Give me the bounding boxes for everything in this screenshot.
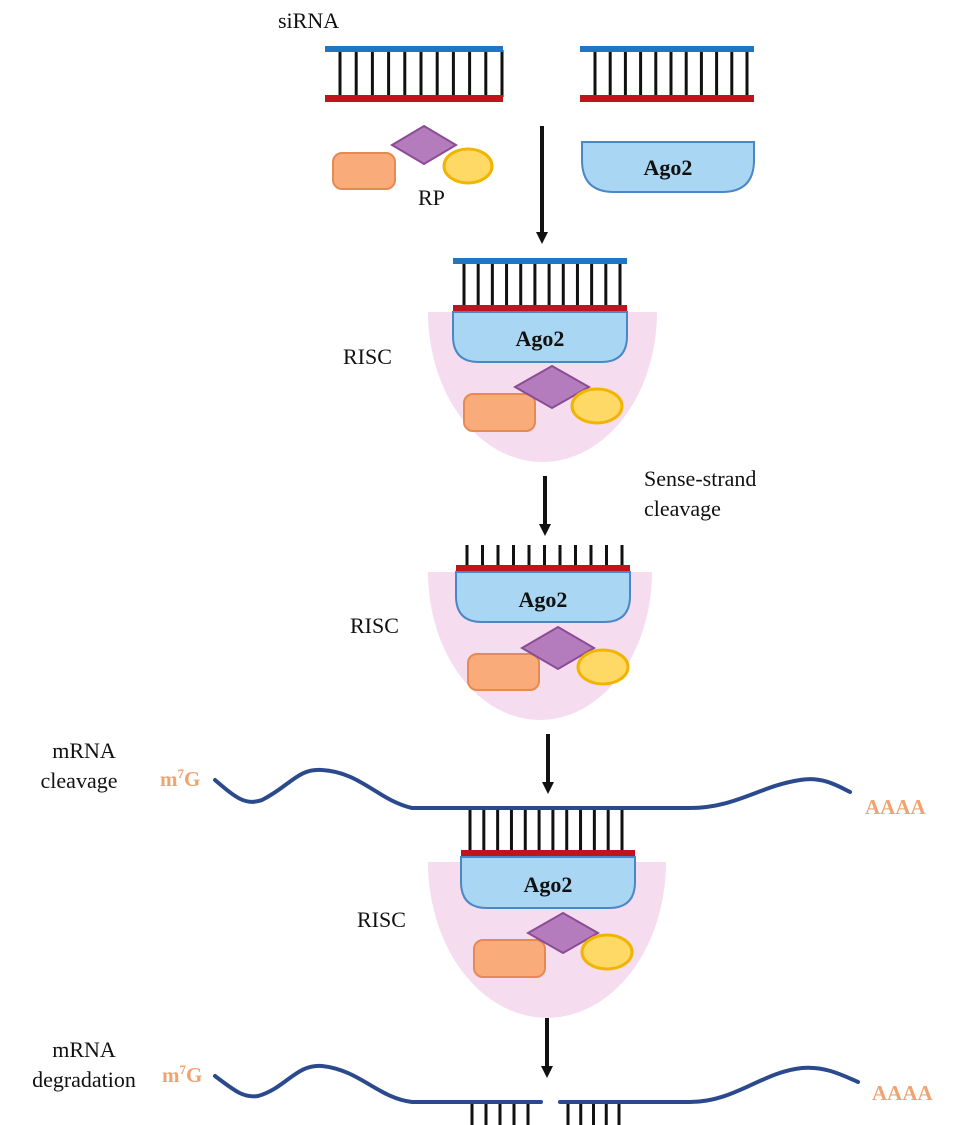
ago2-protein: [452, 311, 628, 363]
rp-protein-complex: [473, 911, 634, 978]
base-pairs: [338, 50, 504, 97]
ago2-protein: [581, 141, 755, 193]
risc-label: RISC: [350, 613, 399, 638]
arrow-head: [536, 232, 548, 244]
protein-rectangle: [463, 393, 536, 432]
mrna-fragment-5prime: [213, 1063, 543, 1104]
sense-strand-cleavage-label-line1: Sense-strand: [644, 466, 756, 491]
protein-diamond: [390, 124, 458, 166]
arrow-1: [536, 126, 548, 244]
arrow-4: [541, 1018, 553, 1078]
stage-active-risc: Ago2 RISC: [350, 545, 652, 794]
protein-oval: [570, 387, 624, 425]
protein-diamond: [520, 625, 596, 671]
base-pairs: [462, 262, 622, 306]
protein-rectangle: [332, 152, 396, 190]
polya-tail: AAAA: [865, 795, 926, 819]
antisense-strand: [456, 565, 630, 572]
sense-strand: [453, 258, 627, 264]
sense-strand: [325, 46, 503, 52]
antisense-strand: [453, 305, 627, 312]
sirna-duplex-left: [325, 46, 504, 102]
m7g-cap: m7G: [160, 766, 200, 791]
antisense-strand: [580, 95, 754, 102]
rp-label: RP: [418, 185, 445, 210]
stage-mrna-cleavage: mRNA cleavage m7G AAAA Ago2 RISC: [41, 738, 926, 1078]
protein-oval: [576, 648, 630, 686]
mrna-degradation-label-line2: degradation: [32, 1067, 136, 1092]
risc-label: RISC: [343, 344, 392, 369]
sense-strand: [580, 46, 754, 52]
protein-rectangle: [467, 653, 540, 691]
ago2-label: Ago2: [519, 587, 568, 612]
antisense-strand: [461, 850, 635, 857]
stage-risc-loaded: Ago2 RISC Sense-strand cleavage: [343, 258, 756, 536]
m7g-cap: m7G: [162, 1062, 202, 1087]
stage-mrna-degradation: mRNA degradation m7G AAAA: [32, 1037, 933, 1125]
ago2-free: Ago2: [581, 141, 755, 193]
sirna-duplex-right: [580, 46, 754, 102]
base-pairs: [593, 50, 749, 97]
protein-diamond: [512, 364, 592, 410]
ago2-label: Ago2: [644, 155, 693, 180]
protein-oval: [442, 147, 494, 185]
rp-protein-complex: [332, 124, 494, 190]
antisense-strand: [325, 95, 503, 102]
base-pairs: [566, 1104, 621, 1125]
ago2-protein: [455, 571, 631, 623]
ago2-label: Ago2: [524, 872, 573, 897]
polya-tail: AAAA: [872, 1081, 933, 1105]
protein-diamond: [525, 911, 601, 955]
arrow-2: [539, 476, 551, 536]
mrna-cleavage-label-line2: cleavage: [41, 768, 118, 793]
rp-protein-complex: [463, 364, 624, 432]
protein-oval: [580, 933, 634, 971]
arrow-head: [541, 1066, 553, 1078]
base-pairs: [465, 545, 624, 566]
mrna-fragment-3prime: [558, 1065, 860, 1104]
arrow-3: [542, 734, 554, 794]
mrna-cleavage-label-line1: mRNA: [52, 738, 116, 763]
mrna-strand: [213, 767, 852, 810]
rp-protein-complex: [467, 625, 630, 691]
ago2-label: Ago2: [516, 326, 565, 351]
arrow-head: [542, 782, 554, 794]
mrna-degradation-label-line1: mRNA: [52, 1037, 116, 1062]
arrow-head: [539, 524, 551, 536]
base-pairs: [470, 1104, 530, 1125]
stage-sirna-loading: siRNA RP Ago2: [278, 8, 755, 244]
sense-strand-cleavage-label-line2: cleavage: [644, 496, 721, 521]
base-pairs: [468, 810, 624, 850]
risc-label: RISC: [357, 907, 406, 932]
ago2-protein: [460, 856, 636, 909]
sirna-label: siRNA: [278, 8, 339, 33]
protein-rectangle: [473, 939, 546, 978]
